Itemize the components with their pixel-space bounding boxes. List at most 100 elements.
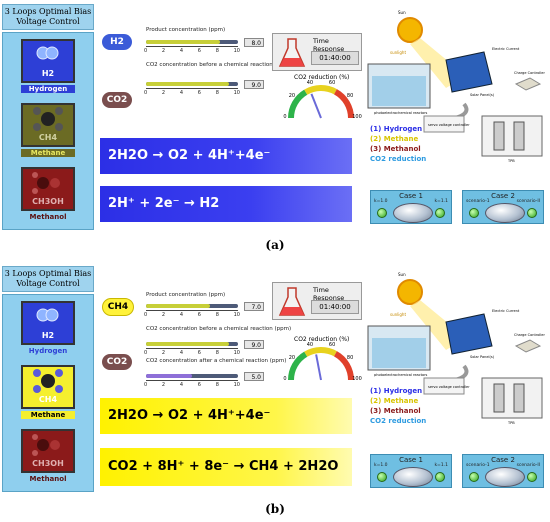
system-diagram: Sun sunlight Solar Panel(s) Electric Cur…	[367, 272, 545, 425]
co2-after-meter	[146, 374, 238, 378]
led-indicator	[469, 472, 479, 482]
legend-item-methane: (2) Methane	[370, 135, 419, 143]
app-title: 3 Loops Optimal Bias Voltage Control	[2, 4, 94, 30]
caption-b: (b)	[265, 502, 285, 516]
case-1-toggle[interactable]	[393, 467, 433, 487]
tick-label: 6	[197, 48, 201, 54]
meter-label: CO2 concentration before a chemical reac…	[146, 326, 292, 332]
tank-icon	[481, 377, 543, 419]
case-1-toggle[interactable]	[393, 203, 433, 223]
co2-reduction-label: CO2 reduction (%)	[294, 336, 350, 343]
diagram-label: Charge Controller	[514, 71, 545, 75]
methanol-button[interactable]: CH3OH	[21, 429, 75, 473]
diagram-label: TPB	[507, 421, 515, 425]
case-right-label: scenario-II	[516, 463, 540, 468]
equation-reduction: CO2 + 8H⁺ + 8e⁻ → CH4 + 2H2O	[100, 448, 352, 486]
led-indicator	[377, 472, 387, 482]
product-badge: H2	[102, 34, 132, 50]
methane-molecule-icon	[33, 107, 63, 131]
methanol-symbol: CH3OH	[32, 197, 64, 206]
time-response-label: Time Response	[313, 286, 345, 302]
diagram-label: Electric Current	[492, 309, 520, 313]
gauge-tick-label: 60	[329, 80, 335, 86]
methanol-label: Methanol	[29, 475, 67, 483]
molecule-selector: H2 Hydrogen CH4 Methane CH3OH Methanol	[2, 294, 94, 492]
tick-label: 0	[144, 382, 148, 388]
tick-label: 8	[215, 382, 219, 388]
diagram-label: Sun	[398, 10, 406, 15]
meter-label: Product concentration (ppm)	[146, 292, 226, 298]
equation-oxidation: 2H2O → O2 + 4H⁺+4e⁻	[100, 138, 352, 174]
methane-molecule-icon	[33, 369, 63, 393]
time-response-value: 01:40:00	[311, 300, 359, 314]
gauge-tick-label: 40	[307, 80, 313, 86]
hydrogen-molecule-icon	[36, 308, 59, 322]
tick-label: 2	[161, 48, 166, 54]
diagram-label: photoelectrochemical reactors	[374, 373, 428, 377]
methane-button[interactable]: CH4	[21, 103, 75, 147]
diagram-label: TPB	[507, 159, 515, 163]
flask-icon	[278, 38, 306, 67]
time-response-label: Time Response	[313, 37, 345, 53]
legend-item-methanol: (3) Methanol	[370, 145, 421, 153]
legend-item-methane: (2) Methane	[370, 397, 419, 405]
gauge-band	[304, 85, 337, 95]
tick-label: 10	[233, 90, 240, 96]
product-meter	[146, 40, 238, 44]
equation-text: 2H2O → O2 + 4H⁺+4e⁻	[108, 408, 271, 423]
case-left-label: scenario-1	[466, 463, 490, 468]
meter-scale	[146, 348, 238, 354]
gauge-tick-label: 0	[283, 376, 286, 382]
equation-oxidation: 2H2O → O2 + 4H⁺+4e⁻	[100, 398, 352, 434]
tick-label: 4	[179, 312, 184, 318]
servo-controller-icon	[423, 377, 465, 395]
diagram-label: Charge Controller	[514, 333, 545, 337]
case-right-label: scenario-II	[516, 199, 540, 204]
case-2-toggle[interactable]	[485, 203, 525, 223]
app-title: 3 Loops Optimal Bias Voltage Control	[2, 266, 94, 292]
tick-label: 8	[215, 312, 219, 318]
methane-symbol: CH4	[38, 395, 58, 404]
methanol-symbol: CH3OH	[32, 459, 64, 468]
diagram-label: servo voltage controller	[428, 385, 470, 389]
flask-icon	[278, 287, 306, 316]
gauge-tick-label: 20	[289, 355, 295, 361]
case-1-panel: Case 1 k=1.0 k=1.1	[370, 190, 452, 224]
methanol-button[interactable]: CH3OH	[21, 167, 75, 211]
led-indicator	[527, 208, 537, 218]
tick-label: 8	[215, 48, 219, 54]
hydrogen-label: Hydrogen	[28, 347, 68, 355]
time-response-panel: Time Response 01:40:00	[272, 33, 362, 71]
tick-label: 4	[179, 382, 184, 388]
equation-text: 2H⁺ + 2e⁻ → H2	[108, 196, 220, 211]
case-left-label: k=1.0	[374, 463, 388, 468]
hydrogen-button[interactable]: H2	[21, 39, 75, 83]
tick-label: 6	[197, 350, 201, 356]
meter-scale	[146, 88, 238, 94]
charge-controller-icon	[514, 339, 542, 353]
methane-button[interactable]: CH4	[21, 365, 75, 409]
tick-label: 0	[144, 350, 148, 356]
meter-fill	[146, 374, 192, 378]
co2-before-readout: 9.0	[244, 80, 264, 89]
case-2-toggle[interactable]	[485, 467, 525, 487]
time-response-value: 01:40:00	[311, 51, 359, 65]
diagram-label: Electric Current	[492, 47, 520, 51]
case-left-label: scenario-1	[466, 199, 490, 204]
tick-label: 8	[215, 350, 219, 356]
gauge-tick-label: 100	[352, 114, 362, 120]
diagram-label: Solar Panel(s)	[470, 355, 495, 359]
product-badge: CH4	[102, 298, 134, 316]
meter-fill	[146, 342, 229, 346]
hydrogen-button[interactable]: H2	[21, 301, 75, 345]
caption-a: (a)	[265, 238, 285, 252]
diagram-label: sunlight	[390, 312, 406, 317]
tick-label: 4	[179, 90, 184, 96]
case-1-panel: Case 1 k=1.0 k=1.1	[370, 454, 452, 488]
hydrogen-symbol: H2	[41, 69, 55, 78]
led-indicator	[435, 208, 445, 218]
tick-label: 10	[233, 312, 240, 318]
gauge-needle	[310, 93, 322, 119]
